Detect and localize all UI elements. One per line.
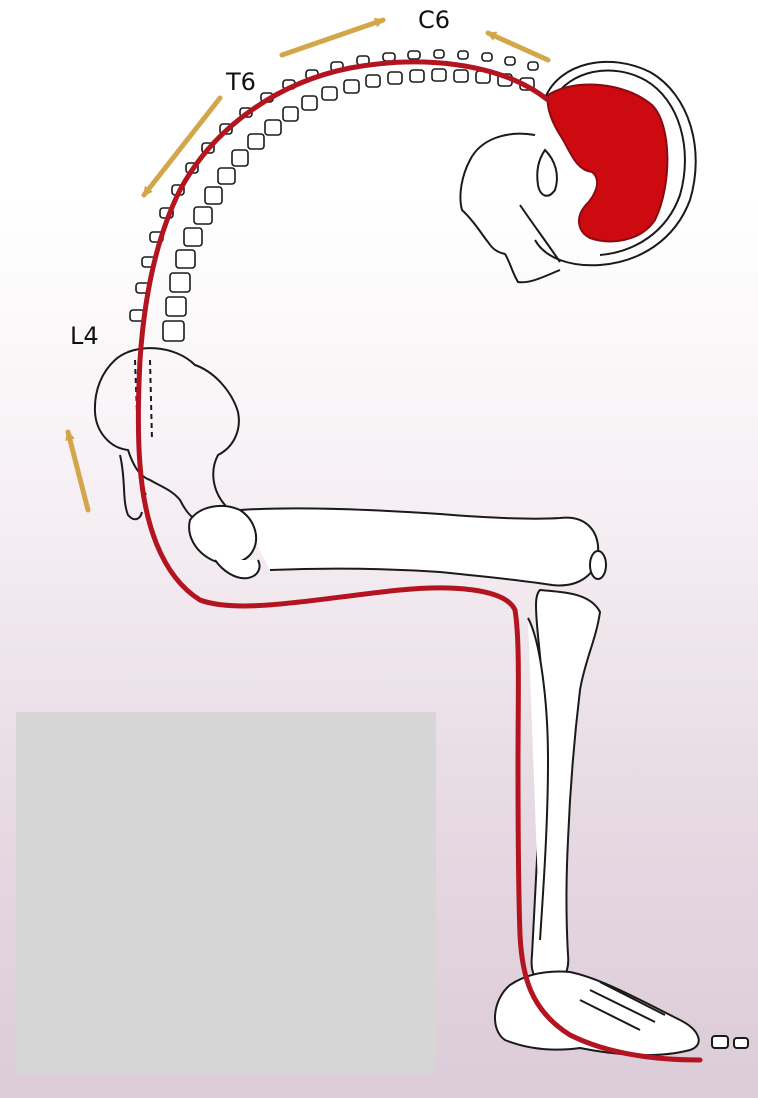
vertebra [205,187,222,204]
vertebra [163,321,184,341]
foot [495,972,748,1056]
spinous-process [458,51,468,59]
vertebra [170,273,190,292]
femur-head [189,506,256,564]
vertebra [344,80,359,93]
patella [590,551,606,579]
spinous-process [434,50,444,58]
vertebra [176,250,195,268]
toe-bone [734,1038,748,1048]
pelvis [95,348,239,521]
vertebra [184,228,202,246]
spinous-process [408,51,420,59]
pelvis-outline [95,348,239,521]
vertebra [366,75,380,87]
label-t6: T6 [226,70,256,94]
foot-outline [495,972,699,1056]
spinous-process [383,53,395,61]
vertebra [218,168,235,184]
vertebra [166,297,186,316]
vertebra [302,96,317,110]
spinous-process [528,62,538,70]
femur [189,506,606,586]
label-l4: L4 [70,324,99,348]
trochanter [215,560,260,578]
spine-vertebrae [130,50,538,341]
vertebra [432,69,446,81]
vertebra [454,70,468,82]
arrow-up-left-icon [488,33,548,60]
vertebra [232,150,248,166]
gray-placeholder-box [16,712,436,1074]
vertebra [283,107,298,121]
spinous-process [482,53,492,61]
vertebra [322,87,337,100]
arrow-up-right-icon [282,20,383,55]
vertebra [388,72,402,84]
vertebra [248,134,264,149]
spinous-process [505,57,515,65]
lower-leg [528,590,600,984]
arrow-up-icon [68,432,88,510]
label-c6: C6 [418,8,450,32]
brain-dura [548,85,668,242]
vertebra [410,70,424,82]
toe-bone [712,1036,728,1048]
femur-shaft [240,508,598,585]
face-profile [460,134,560,283]
vertebra [194,207,212,224]
cheekbone [537,150,557,196]
jaw [520,205,560,262]
vertebra [265,120,281,135]
